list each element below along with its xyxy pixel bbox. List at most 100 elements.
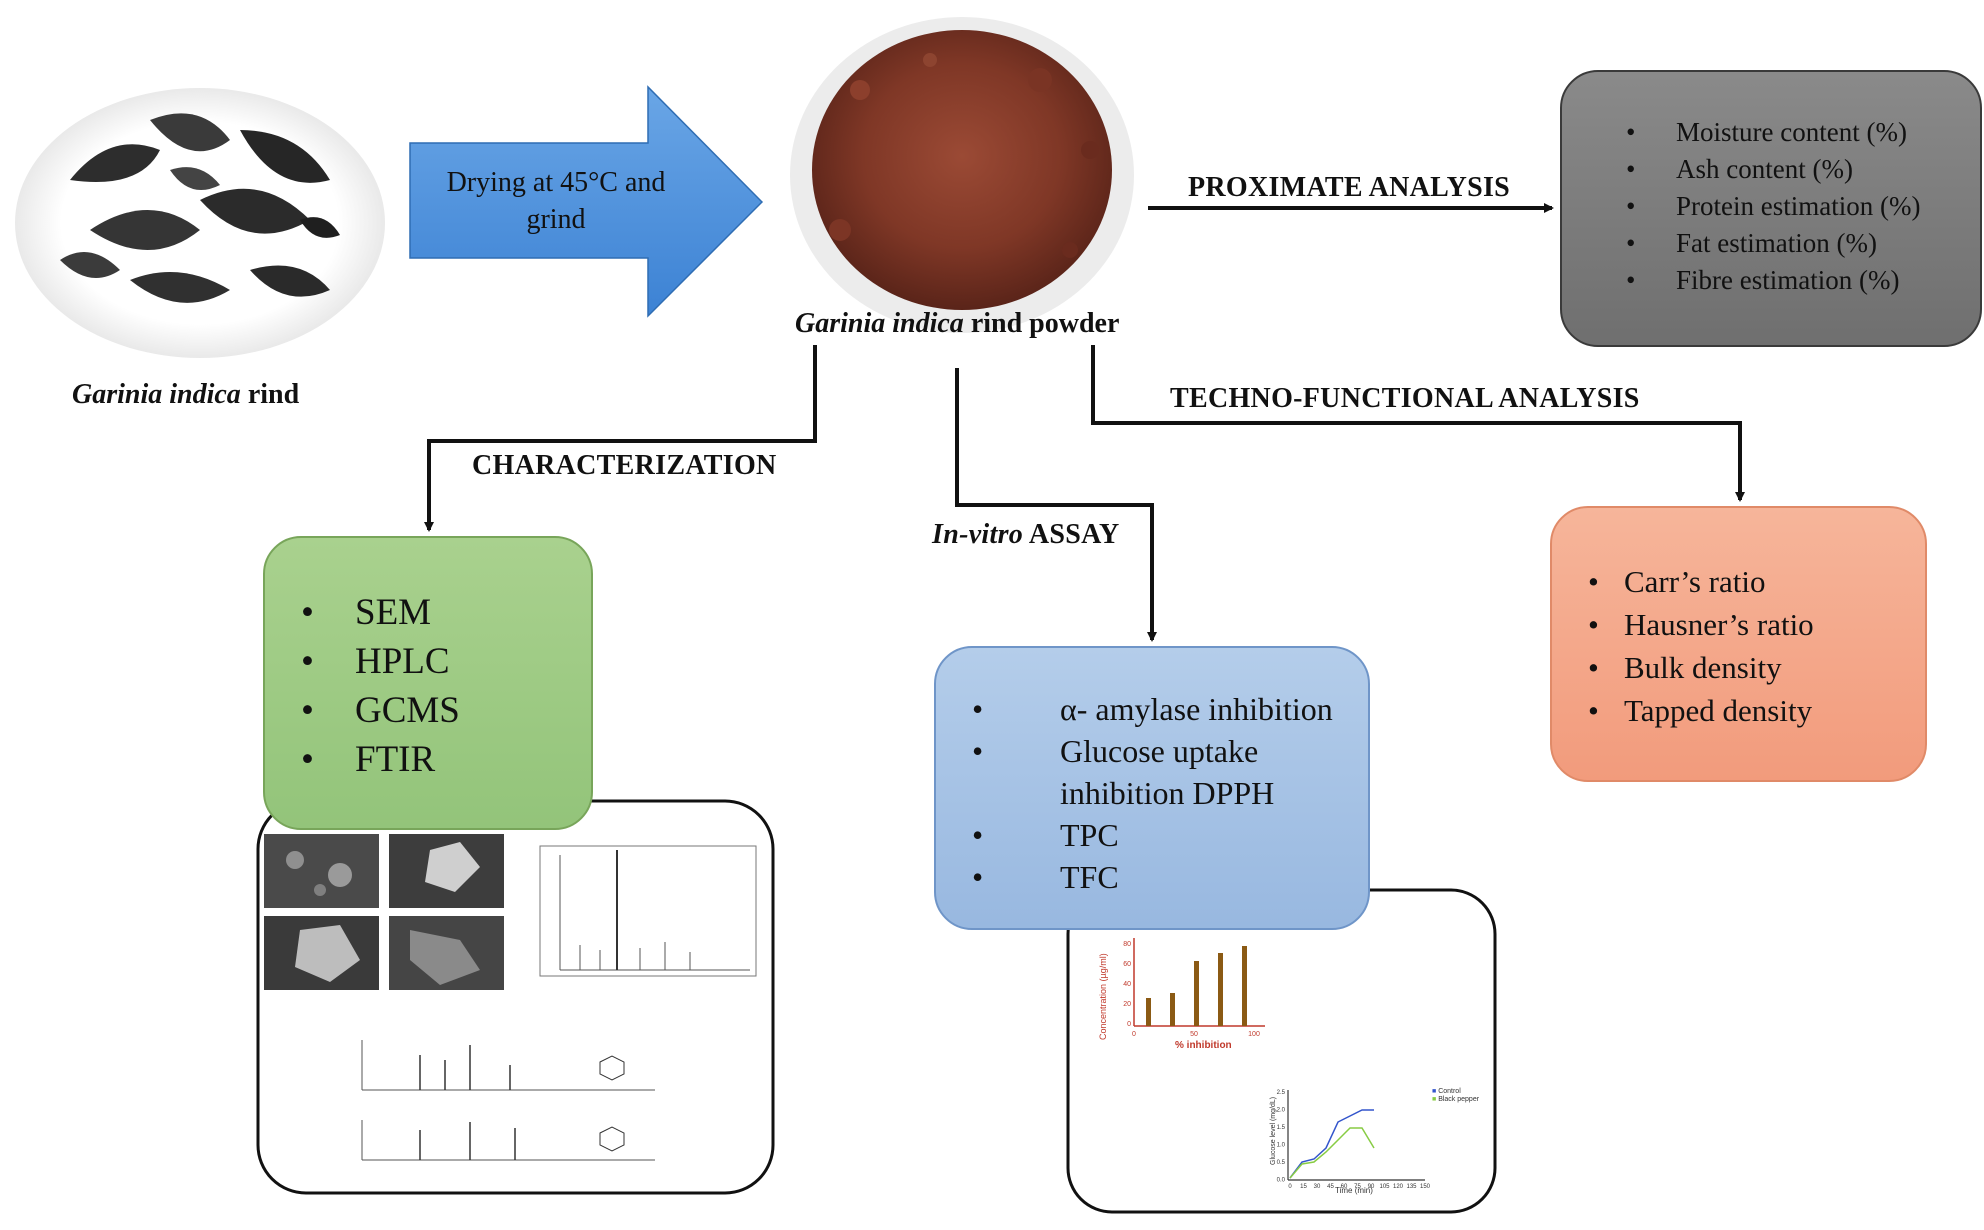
techno-arrow: [1091, 345, 1745, 502]
mini-line-ytick: 1.5: [1277, 1125, 1286, 1131]
item-text: Fibre estimation (%): [1676, 265, 1900, 295]
list-item: •TPC: [968, 814, 1368, 856]
list-item: • SEM: [297, 588, 591, 637]
list-item: •Fat estimation (%): [1590, 225, 1980, 262]
mini-bar: [1194, 961, 1199, 1026]
powder-caption-rest: rind powder: [963, 308, 1120, 339]
mini-line-ytick: 1.0: [1277, 1143, 1286, 1149]
bullet: •: [1626, 265, 1636, 295]
list-item: • Fibre estimation (%): [1590, 262, 1980, 299]
mini-line-xtick: 30: [1314, 1184, 1321, 1190]
mini-line-ytick: 2.5: [1277, 1090, 1286, 1096]
list-item: inhibition DPPH: [968, 772, 1368, 814]
item-text: Protein estimation (%): [1676, 191, 1921, 221]
invitro-arrow: [955, 368, 1157, 642]
item-text: inhibition DPPH: [1060, 775, 1275, 811]
mini-bar: [1242, 946, 1247, 1026]
techno-functional-box: •Carr’s ratio •Hausner’s ratio •Bulk den…: [1550, 506, 1927, 782]
list-item: •α- amylase inhibition: [968, 688, 1368, 730]
item-text: HPLC: [355, 641, 450, 682]
mini-bar-ytick: 80: [1123, 941, 1131, 948]
list-item: •Bulk density: [1584, 646, 1925, 689]
invitro-label-italic: In-vitro: [932, 519, 1024, 550]
rind-powder-image: [790, 17, 1134, 333]
mini-line-xtick: 75: [1354, 1184, 1361, 1190]
legend-control: ■ Control: [1432, 1088, 1461, 1095]
legend-black-pepper-text: Black pepper: [1438, 1096, 1480, 1103]
mini-line-xtick: 60: [1341, 1184, 1348, 1190]
mini-line-legend: ■ Control ■ Black pepper: [1432, 1088, 1479, 1104]
list-item: • Protein estimation (%): [1590, 188, 1980, 225]
invitro-assay-box: •α- amylase inhibition •Glucose uptake i…: [934, 646, 1370, 930]
bullet: •: [972, 733, 984, 769]
list-item: • HPLC: [297, 637, 591, 686]
drying-arrow: [409, 85, 764, 318]
list-item: •Glucose uptake: [968, 730, 1368, 772]
rind-caption: Garinia indica rind: [72, 379, 299, 411]
mini-bar: [1146, 998, 1151, 1026]
invitro-label-rest: ASSAY: [1023, 519, 1120, 550]
rind-caption-rest: rind: [240, 379, 300, 410]
mini-line-xtick: 150: [1420, 1184, 1431, 1190]
mini-line-ytick: 0.0: [1277, 1178, 1286, 1184]
item-text: Bulk density: [1624, 650, 1782, 685]
techno-label: TECHNO-FUNCTIONAL ANALYSIS: [1170, 383, 1640, 414]
mini-line-xtick: 90: [1368, 1184, 1375, 1190]
black-pepper-series-line: [1289, 1127, 1375, 1179]
mini-bar-xtick: 0: [1132, 1031, 1136, 1038]
invitro-list: •α- amylase inhibition •Glucose uptake i…: [968, 688, 1368, 898]
legend-control-text: Control: [1438, 1088, 1461, 1095]
list-item: •TFC: [968, 856, 1368, 898]
list-item: •Ash content (%): [1590, 151, 1980, 188]
characterization-arrow: [424, 345, 817, 532]
mini-bar: [1170, 993, 1175, 1026]
powder-caption: Garinia indica rind powder: [795, 308, 1119, 340]
item-text: α- amylase inhibition: [1060, 691, 1333, 727]
hplc-chromatogram: [539, 845, 757, 977]
mini-line-xlabel: Time (min): [1335, 1186, 1373, 1195]
bullet: •: [301, 739, 314, 780]
mini-bar-ytick: 20: [1123, 1001, 1131, 1008]
bullet: •: [1626, 117, 1636, 147]
gcms-spectra: [361, 1040, 655, 1161]
bullet: •: [1588, 607, 1599, 642]
mini-bar-xtick: 50: [1190, 1031, 1198, 1038]
dried-rind-image: [15, 88, 385, 358]
bullet: •: [301, 690, 314, 731]
proximate-label: PROXIMATE ANALYSIS: [1188, 172, 1511, 203]
mini-line-xtick: 15: [1300, 1184, 1307, 1190]
mini-line-xtick: 135: [1406, 1184, 1417, 1190]
list-item: •Carr’s ratio: [1584, 560, 1925, 603]
list-item: •GCMS: [297, 686, 591, 735]
bullet: •: [301, 592, 314, 633]
drying-label-line1: Drying at 45°C and: [446, 167, 666, 198]
list-item: •Moisture content (%): [1590, 114, 1980, 151]
bullet: •: [1626, 191, 1636, 221]
control-series-line: [1289, 1109, 1374, 1179]
item-text: Tapped density: [1624, 693, 1813, 728]
bullet: •: [1588, 693, 1599, 728]
list-item: • FTIR: [297, 735, 591, 784]
mini-bar-xtick: 100: [1248, 1031, 1260, 1038]
sem-micrographs: [264, 834, 504, 990]
mini-line-xtick: 120: [1393, 1184, 1404, 1190]
mini-bar-ytick: 0: [1127, 1021, 1131, 1028]
bullet: •: [1588, 564, 1599, 599]
item-text: SEM: [355, 592, 432, 633]
item-text: Hausner’s ratio: [1624, 607, 1814, 642]
bullet: •: [301, 641, 314, 682]
mini-line-xtick: 105: [1379, 1184, 1390, 1190]
item-text: Ash content (%): [1676, 154, 1853, 184]
legend-black-pepper: ■ Black pepper: [1432, 1096, 1480, 1103]
bullet: •: [972, 859, 984, 895]
mini-line-ytick: 2.0: [1277, 1108, 1286, 1114]
invitro-label: In-vitro ASSAY: [932, 519, 1120, 551]
mini-line-xtick: 0: [1288, 1184, 1292, 1190]
mini-line-xtick: 45: [1327, 1184, 1334, 1190]
drying-label-line2: grind: [526, 204, 586, 235]
characterization-list: • SEM • HPLC •GCMS • FTIR: [297, 588, 591, 784]
item-text: FTIR: [355, 739, 436, 780]
